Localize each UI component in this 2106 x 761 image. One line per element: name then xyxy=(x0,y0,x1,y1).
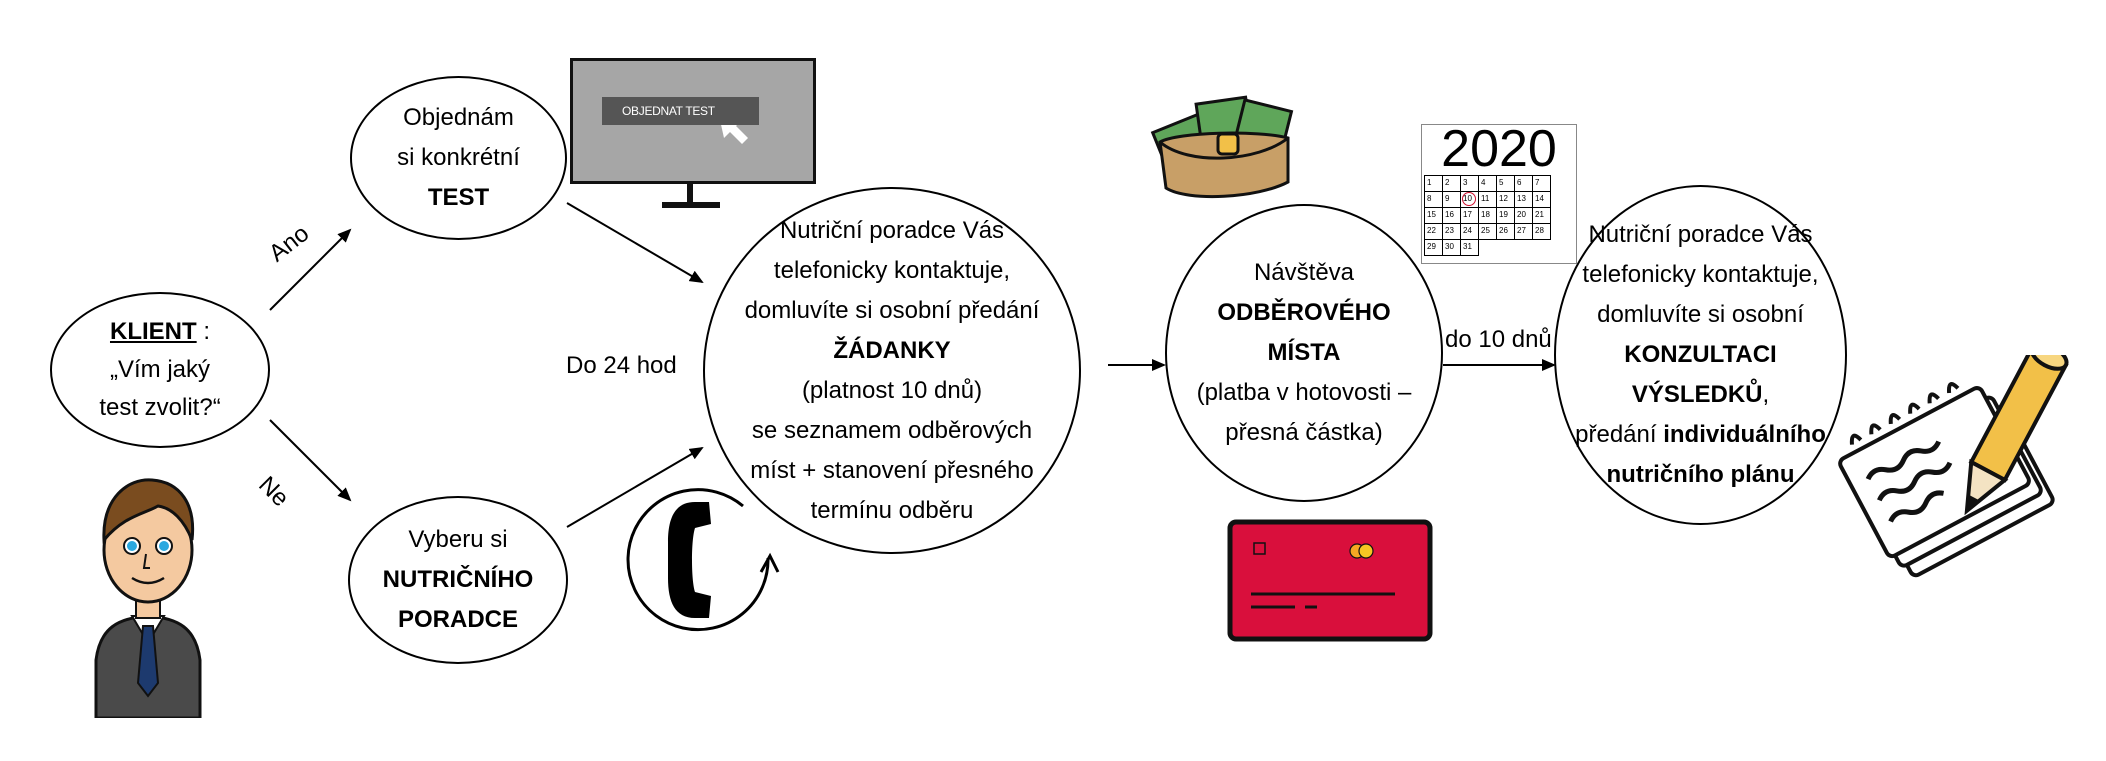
consult-line4a: KONZULTACI VÝSLEDKŮ xyxy=(1624,341,1777,408)
calendar-day: 29 xyxy=(1424,239,1443,256)
calendar-day: 15 xyxy=(1424,207,1443,224)
calendar-day: 2 xyxy=(1442,175,1461,192)
calendar-day: 17 xyxy=(1460,207,1479,224)
credit-card-icon xyxy=(1227,519,1433,642)
calendar-day: 4 xyxy=(1478,175,1497,192)
consult-line5a: předání xyxy=(1575,421,1664,448)
contact-line8: termínu odběru xyxy=(810,496,974,524)
visit-line4: (platba v hotovosti – xyxy=(1196,379,1412,406)
consult-line5b: individuálního xyxy=(1663,421,1826,448)
arrow-test-to-contact xyxy=(566,202,704,284)
client-line2: „Vím jaký xyxy=(109,356,210,383)
calendar-day: 5 xyxy=(1496,175,1515,192)
order-test-line2: si konkrétní xyxy=(397,144,520,171)
notepad-pencil-icon xyxy=(1838,355,2069,578)
wallet-money-icon xyxy=(1150,95,1294,199)
order-test-line1: Objednám xyxy=(403,104,514,131)
phone-icon xyxy=(626,488,780,632)
client-node: KLIENT : „Vím jaký test zvolit?“ xyxy=(50,292,270,448)
consult-line6: nutričního plánu xyxy=(1606,461,1795,488)
calendar-day: 8 xyxy=(1424,191,1443,208)
order-test-monitor-button: OBJEDNAT TEST xyxy=(602,97,759,125)
contact-line3: domluvíte si osobní předání xyxy=(744,296,1040,324)
arrow-client-to-no xyxy=(269,419,352,502)
visit-line3: MÍSTA xyxy=(1267,339,1341,366)
consult-node: Nutriční poradce Vás telefonicky kontakt… xyxy=(1554,185,1847,525)
monitor-icon xyxy=(570,58,816,216)
consult-line1: Nutriční poradce Vás xyxy=(1588,221,1813,248)
time-24h-label: Do 24 hod xyxy=(566,352,677,379)
visit-line5: přesná částka) xyxy=(1225,419,1383,446)
calendar-day: 12 xyxy=(1496,191,1515,208)
contact-line7: míst + stanovení přesného xyxy=(750,456,1034,484)
calendar-day: 30 xyxy=(1442,239,1461,256)
calendar-day: 23 xyxy=(1442,223,1461,240)
client-name: KLIENT xyxy=(109,318,197,345)
calendar-day: 7 xyxy=(1532,175,1551,192)
calendar-day: 11 xyxy=(1478,191,1497,208)
choose-advisor-line2: NUTRIČNÍHO xyxy=(382,566,534,593)
client-colon: : xyxy=(196,318,210,345)
calendar-day: 22 xyxy=(1424,223,1443,240)
calendar-day: 9 xyxy=(1442,191,1461,208)
choose-advisor-line3: PORADCE xyxy=(397,606,518,633)
visit-line1: Návštěva xyxy=(1253,259,1355,286)
arrow-client-to-yes xyxy=(269,228,352,311)
calendar-day: 13 xyxy=(1514,191,1533,208)
client-line3: test zvolit?“ xyxy=(99,394,221,421)
calendar-day: 31 xyxy=(1460,239,1479,256)
visit-line2: ODBĚROVÉHO xyxy=(1217,299,1391,326)
calendar-year: 2020 xyxy=(1441,120,1557,178)
consult-line2: telefonicky kontaktuje, xyxy=(1582,261,1819,288)
choose-advisor-node: Vyberu si NUTRIČNÍHO PORADCE xyxy=(348,496,568,664)
contact-line2: telefonicky kontaktuje, xyxy=(773,256,1011,284)
consult-line3: domluvíte si osobní xyxy=(1597,301,1804,328)
calendar-day: 27 xyxy=(1514,223,1533,240)
contact-node: Nutriční poradce Vás telefonicky kontakt… xyxy=(703,187,1081,554)
order-test-node: Objednám si konkrétní TEST xyxy=(350,76,567,240)
calendar-day: 16 xyxy=(1442,207,1461,224)
calendar-day: 19 xyxy=(1496,207,1515,224)
calendar-day: 28 xyxy=(1532,223,1551,240)
consult-line4b: , xyxy=(1762,381,1770,408)
calendar-day: 14 xyxy=(1532,191,1551,208)
contact-line6: se seznamem odběrových xyxy=(751,416,1033,444)
order-test-line3: TEST xyxy=(427,184,490,211)
calendar-day: 1 xyxy=(1424,175,1443,192)
calendar-day: 18 xyxy=(1478,207,1497,224)
calendar-day: 24 xyxy=(1460,223,1479,240)
calendar-day: 10 xyxy=(1460,191,1479,208)
calendar-day: 6 xyxy=(1514,175,1533,192)
contact-line4: ŽÁDANKY xyxy=(833,336,951,364)
calendar-day: 3 xyxy=(1460,175,1479,192)
calendar-day: 25 xyxy=(1478,223,1497,240)
calendar-day: 21 xyxy=(1532,207,1551,224)
time-10d-label: do 10 dnů xyxy=(1445,326,1552,353)
contact-line1: Nutriční poradce Vás xyxy=(779,216,1005,244)
calendar-day: 26 xyxy=(1496,223,1515,240)
visit-node: Návštěva ODBĚROVÉHO MÍSTA (platba v hoto… xyxy=(1165,204,1443,502)
calendar-day: 20 xyxy=(1514,207,1533,224)
businessman-icon xyxy=(94,478,202,718)
choose-advisor-line1: Vyberu si xyxy=(408,526,508,553)
contact-line5: (platnost 10 dnů) xyxy=(801,376,983,404)
arrow-advisor-to-contact xyxy=(566,446,704,528)
